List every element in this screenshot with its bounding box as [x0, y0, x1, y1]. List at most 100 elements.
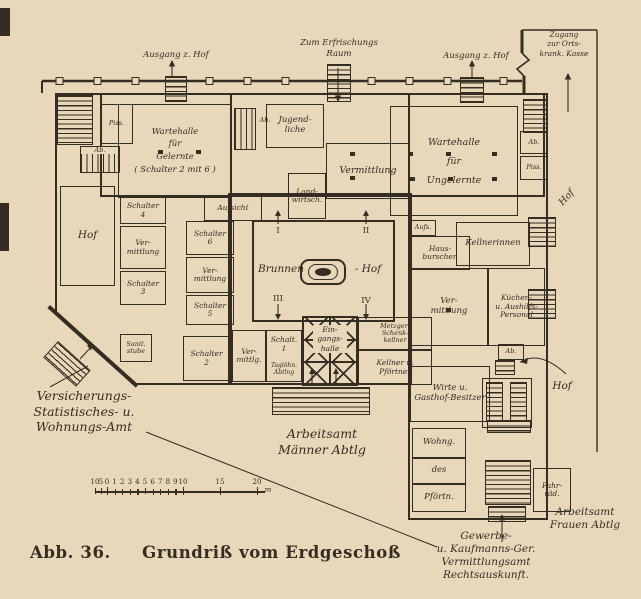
room-label: Vermittlung	[339, 164, 397, 176]
scale-tick	[114, 489, 116, 495]
room-label: Wirte u. Gasthof-Besitzer	[414, 383, 486, 403]
scale-unit: m	[264, 486, 272, 494]
scale-number: 10	[178, 478, 188, 486]
scale-tick	[122, 489, 124, 495]
scale-tick	[220, 487, 222, 495]
staircase-right-1	[528, 217, 556, 247]
room-piss-tr: Piss.	[520, 156, 548, 180]
room-label: Aufs.	[414, 223, 432, 232]
exterior-stairs-left-exit	[165, 76, 187, 102]
entrance-hall-label: Ein- gangs- halle	[313, 325, 347, 354]
scale-tick	[101, 488, 103, 494]
room-vermittlung-l1: Ver- mittlung	[120, 226, 166, 269]
room-label: Schalter 3	[126, 278, 160, 296]
room-ab-mid-label: Ab.	[259, 116, 271, 124]
figure-caption: Abb. 36. Grundriß vom Erdgeschoß	[30, 543, 450, 562]
exterior-stairs-refreshment	[327, 64, 351, 102]
scale-number: 0	[104, 478, 110, 486]
room-label: Schalter 5	[193, 300, 227, 318]
room-label: Ab.	[81, 146, 119, 155]
room-vermittlg: Ver- mittlg.	[232, 330, 266, 382]
scale-tick	[152, 489, 154, 495]
room-kuechenpersonal: Küchen- u. Aushilfs- Personal	[488, 268, 545, 346]
room-schalter-2: Schalter 2	[183, 336, 230, 381]
coffer-cell	[330, 362, 357, 385]
door-marker-1: I	[276, 226, 280, 236]
room-wirte: Wirte u. Gasthof-Besitzer	[410, 366, 490, 422]
scale-tick	[137, 489, 139, 495]
bench	[492, 177, 497, 181]
door-marker-2: II	[362, 226, 370, 236]
room-piss-tl: Piss.	[100, 104, 133, 144]
room-vermittlung-mitte: Vermittlung	[326, 143, 410, 199]
room-label: Schalter 6	[193, 228, 227, 246]
fountain-inner-basin	[308, 264, 338, 280]
figure-number: Abb. 36.	[30, 543, 111, 562]
scale-tick	[167, 489, 169, 495]
scale-number: 5	[98, 478, 104, 486]
scale-number: 5	[142, 478, 148, 486]
door-marker-3: III	[272, 294, 284, 304]
room-label: Wartehalle für Ungelernte	[426, 136, 482, 186]
door-marker-4: IV	[361, 296, 371, 306]
scale-number: 4	[135, 478, 140, 486]
scale-number: 1	[112, 478, 117, 486]
fountain-outer-basin	[300, 259, 346, 285]
room-schalter-6: Schalter 6	[186, 221, 234, 255]
scale-number: 10	[90, 478, 100, 486]
scale-bar: 10 5 0 1 2 3 4 5 6 7 8 9 10 15 20 m	[88, 478, 278, 498]
room-label: Fahr- räd.	[541, 480, 563, 498]
annotation-krank-kasse: Zugang zur Orts- krank. Kasse	[539, 30, 589, 58]
room-label: Ab.	[528, 137, 540, 146]
scale-tick	[145, 488, 147, 494]
room-label: Metzger- Schenk- kellner	[380, 321, 410, 345]
main-entrance-steps	[272, 387, 370, 415]
room-label: Schalter 2	[190, 349, 223, 367]
courtyard-left: Hof	[60, 186, 115, 286]
bench	[410, 177, 415, 181]
fountain-center	[315, 268, 331, 276]
room-hausburschen: Haus- burschen	[410, 236, 470, 270]
stairs-small-br	[495, 360, 515, 375]
room-label: Schalt. 1	[270, 335, 298, 353]
room-label: Ab.	[505, 347, 517, 356]
scale-number: 8	[165, 478, 171, 486]
room-fahrraeder: Fahr- räd.	[533, 468, 571, 512]
annotation-exit-hof-right: Ausgang z. Hof	[443, 51, 509, 61]
room-metzger-schenkkellner: Metzger- Schenk- kellner	[358, 317, 432, 350]
room-label: Sanit. stube	[126, 339, 146, 355]
boundary-wall-fragment	[0, 203, 9, 251]
scale-tick	[183, 487, 185, 495]
porch-steps-bottom-right	[488, 506, 526, 522]
room-label: Wohng.	[422, 437, 456, 448]
scale-number: 6	[150, 478, 155, 486]
room-label: des	[431, 465, 447, 476]
scale-number: 9	[173, 478, 178, 486]
bench	[446, 308, 451, 312]
room-schalter-3: Schalter 3	[120, 271, 166, 305]
fountain-courtyard-label-right: - Hof	[354, 263, 382, 275]
courtyard-bottom-right-label: Hof	[552, 380, 572, 392]
boundary-wall-fragment	[0, 8, 10, 36]
coffer-cell	[303, 362, 330, 385]
bench	[350, 152, 355, 156]
room-label: Haus- burschen	[422, 243, 458, 261]
staircase-top-right	[523, 99, 548, 133]
fountain-courtyard-label-left: Brunnen	[258, 263, 304, 275]
bench	[492, 152, 497, 156]
scale-tick	[95, 488, 97, 494]
scale-number: 3	[127, 478, 133, 486]
room-des: des	[412, 458, 466, 484]
scale-number: 7	[157, 478, 163, 486]
scale-number: 2	[119, 478, 125, 486]
room-kellner-pfoertner: Kellner u. Pförtner	[358, 350, 432, 385]
room-ab-tr: Ab.	[520, 131, 548, 154]
room-aufsicht: Aufsicht	[204, 195, 262, 221]
room-wartehalle-ungelernte: Wartehalle für Ungelernte	[390, 106, 518, 216]
room-pfoertn: Pförtn.	[412, 484, 466, 512]
staircase-right-2	[528, 289, 556, 319]
room-wartehalle-gelernte: Wartehalle für Gelernte ( Schalter 2 mit…	[118, 104, 232, 198]
room-label: Pförtn.	[424, 492, 454, 503]
scale-number: 15	[215, 478, 225, 486]
